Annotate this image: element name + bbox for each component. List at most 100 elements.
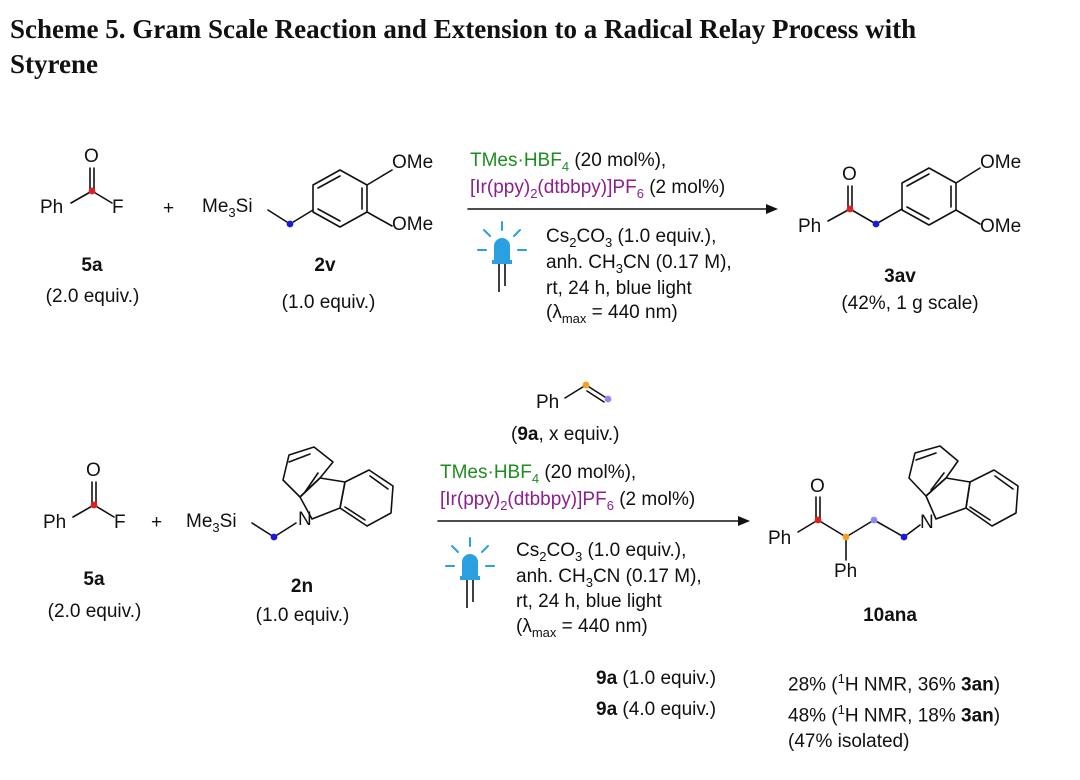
plus-sign: + (163, 198, 175, 219)
solvent-a: anh. CH (546, 252, 616, 273)
solvent-a-2: anh. CH (516, 566, 586, 587)
product-blue-dot (900, 533, 908, 541)
base-a-2: Cs (516, 540, 540, 561)
result-row-2-yield: 48% (1H NMR, 18% 3an) (788, 699, 1000, 727)
product-benzylic-dot (872, 220, 880, 228)
sm1-ph: Ph (40, 197, 64, 218)
product-orange-dot (842, 533, 850, 541)
plus-sign-2: + (151, 512, 163, 533)
product-carbonyl-dot-2 (814, 516, 822, 524)
catalyst-tmes-loading-2: (20 mol%), (539, 462, 637, 483)
result-row-1-side: 3an (961, 674, 994, 696)
benzylic-carbon-dot (286, 220, 294, 228)
result-row-2-id: 9a (596, 699, 618, 720)
catalyst-ir-loading: (2 mol%) (643, 177, 726, 198)
base-c: (1.0 equiv.), (612, 226, 717, 247)
catalyst-ir-sub: 2 (530, 185, 538, 201)
reaction-arrow-1-head (766, 204, 778, 214)
sm1-oxygen-2: O (86, 460, 101, 481)
catalyst-tmes-loading: (20 mol%), (569, 150, 667, 171)
base-sub2-2: 3 (574, 548, 583, 564)
base-line-2: Cs2CO3 (1.0 equiv.), (516, 540, 686, 568)
base-c-2: (1.0 equiv.), (582, 540, 687, 561)
wavelength-line: (λmax = 440 nm) (546, 302, 678, 330)
catalyst-ir-sub2-2: 6 (606, 497, 614, 513)
sm2-ome-bottom: OMe (392, 214, 434, 235)
base-b: CO (576, 226, 605, 247)
styrene-open: ( (511, 424, 518, 445)
product2-ph-branch: Ph (834, 561, 858, 582)
catalyst-ir-line-2: [Ir(ppy)2(dtbbpy)]PF6 (2 mol%) (440, 489, 695, 517)
sm2-me3si-2: Me3Si (186, 511, 237, 535)
benzoyl-fluoride-5a-bonds (70, 167, 113, 204)
sm1-fluorine-2: F (114, 512, 126, 533)
compound-label-3av: 3av (884, 266, 916, 287)
base-b-2: CO (546, 540, 575, 561)
styrene-ph: Ph (536, 392, 560, 413)
solvent-line-2: anh. CH3CN (0.17 M), (516, 566, 702, 594)
result-row-2-equiv: (4.0 equiv.) (617, 699, 717, 720)
base-sub1-2: 2 (539, 548, 547, 564)
product-ome-bottom: OMe (980, 216, 1022, 237)
product-oxygen: O (842, 164, 857, 185)
carbonyl-carbon-dot-2 (90, 501, 98, 509)
catalyst-ir-b-2: (dtbbpy)]PF (507, 489, 607, 510)
catalyst-ir-a: [Ir(ppy) (470, 177, 531, 198)
sm2-nitrogen: N (298, 509, 312, 530)
wavelength-line-2: (λmax = 440 nm) (516, 616, 648, 644)
result-row-2-yield-a: 48% ( (788, 705, 838, 727)
product-carbonyl-dot (846, 205, 854, 213)
result-row-1-yield: 28% (1H NMR, 36% 3an) (788, 668, 1000, 696)
product2-oxygen: O (810, 476, 825, 497)
sm1-equiv: (2.0 equiv.) (45, 286, 140, 307)
lambda-b: = 440 nm) (586, 302, 678, 323)
catalyst-tmes: TMes·HBF (470, 150, 562, 171)
result-row-1-close: ) (993, 674, 1001, 696)
catalyst-ir-b: (dtbbpy)]PF (537, 177, 637, 198)
product-lavender-dot (870, 516, 878, 524)
solvent-sub-2: 3 (585, 574, 593, 590)
catalyst-tmes-2: TMes·HBF (440, 462, 532, 483)
lambda-b-2: = 440 nm) (556, 616, 648, 637)
solvent-b: CN (0.17 M), (622, 252, 732, 273)
catalyst-ir-line: [Ir(ppy)2(dtbbpy)]PF6 (2 mol%) (470, 177, 725, 205)
solvent-line: anh. CH3CN (0.17 M), (546, 252, 732, 280)
result-row-2-close: ) (993, 705, 1001, 727)
sm1-fluorine: F (112, 197, 124, 218)
sm1-ph-2: Ph (43, 512, 67, 533)
sm1-equiv-2: (2.0 equiv.) (47, 601, 142, 622)
lambda-sub: max (561, 310, 587, 326)
catalyst-tmes-sub-2: 4 (531, 470, 540, 486)
base-line: Cs2CO3 (1.0 equiv.), (546, 226, 716, 254)
catalyst-tmes-line-2: TMes·HBF4 (20 mol%), (440, 462, 636, 490)
sm2-me3si: Me3Si (202, 196, 253, 220)
result-row-2-yield-b: H NMR, 18% (844, 705, 962, 727)
catalyst-ir-sub2: 6 (636, 185, 644, 201)
sm2-equiv-2: (1.0 equiv.) (255, 605, 350, 626)
base-a: Cs (546, 226, 570, 247)
sm2-equiv: (1.0 equiv.) (281, 292, 376, 313)
compound-label-2n: 2n (290, 576, 314, 597)
sm2-ome-top: OMe (392, 152, 434, 173)
result-row-2-sup: 1 (837, 702, 845, 717)
lambda-a-2: (λ (516, 616, 532, 637)
styrene-9a-bonds (564, 384, 609, 403)
lambda-sub-2: max (531, 624, 557, 640)
catalyst-ir-a-2: [Ir(ppy) (440, 489, 501, 510)
base-sub2: 3 (604, 234, 613, 250)
benzoyl-fluoride-5a-bottom-bonds (72, 481, 115, 518)
scheme-caption: Scheme 5. Gram Scale Reaction and Extens… (10, 12, 1070, 82)
product2-ph: Ph (768, 528, 792, 549)
result-row-1-yield-b: H NMR, 36% (844, 674, 962, 696)
product-3av-bonds (827, 167, 981, 226)
time-line: rt, 24 h, blue light (546, 278, 692, 299)
caption-line-1: Scheme 5. Gram Scale Reaction and Extens… (10, 14, 917, 44)
solvent-b-2: CN (0.17 M), (592, 566, 702, 587)
styrene-equiv: , x equiv.) (538, 424, 620, 445)
catalyst-tmes-sub: 4 (561, 158, 570, 174)
carbonyl-carbon-dot (88, 187, 96, 195)
product-ome-top: OMe (980, 152, 1022, 173)
result-row-2-condition: 9a (4.0 equiv.) (596, 699, 716, 721)
product-10ana-bonds (797, 445, 1019, 561)
